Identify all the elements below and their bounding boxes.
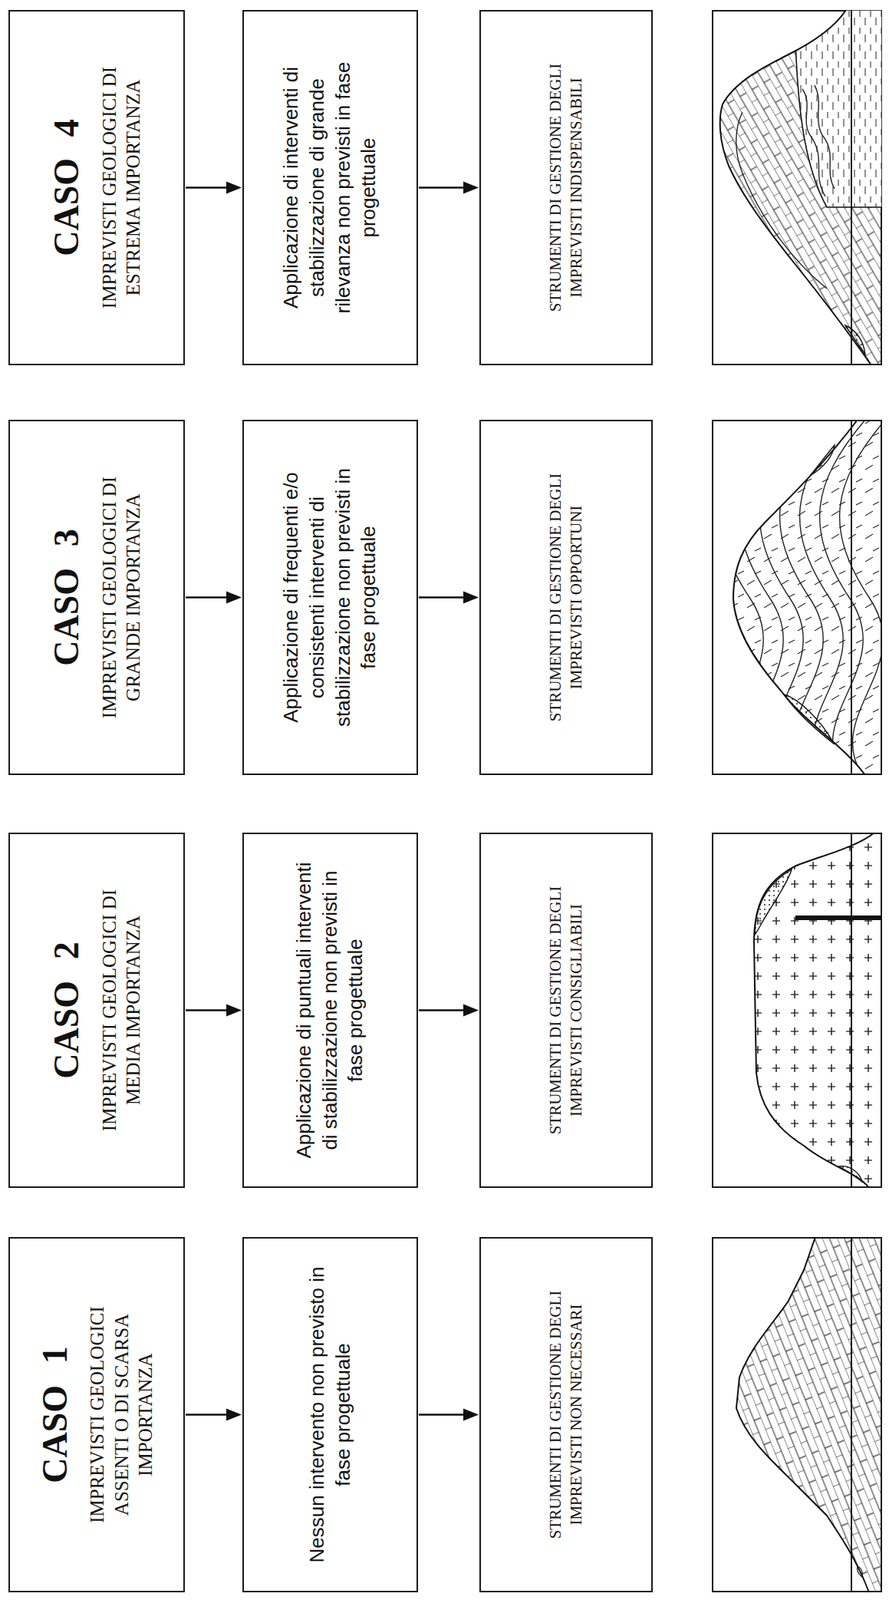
intervention-text: Applicazione di interventi di stabilizza… xyxy=(278,37,382,338)
geologic-section xyxy=(711,832,883,1188)
case-description: IMPREVISTI GEOLOGICI DI MEDIA IMPORTANZA xyxy=(97,868,146,1153)
arrow-line xyxy=(185,186,228,189)
case-header-box: CASO 4IMPREVISTI GEOLOGICI DI ESTREMA IM… xyxy=(8,9,185,366)
arrow-line xyxy=(418,186,465,189)
case-header-box: CASO 2IMPREVISTI GEOLOGICI DI MEDIA IMPO… xyxy=(8,832,185,1188)
arrow-line xyxy=(418,1412,465,1416)
arrow-line xyxy=(418,1008,465,1011)
tools-text: STRUMENTI DI GESTIONE DEGLI IMPREVISTI C… xyxy=(545,864,588,1156)
arrow-line xyxy=(418,595,465,599)
intervention-box: Applicazione di interventi di stabilizza… xyxy=(242,9,419,366)
case-description: IMPREVISTI GEOLOGICI DI GRANDE IMPORTANZ… xyxy=(97,455,146,740)
intervention-text: Nessun intervento non previsto in fase p… xyxy=(304,1264,357,1564)
case-title: CASO 2 xyxy=(47,941,87,1078)
tools-box: STRUMENTI DI GESTIONE DEGLI IMPREVISTI N… xyxy=(479,1236,653,1592)
arrow-head xyxy=(226,181,242,195)
tools-box: STRUMENTI DI GESTIONE DEGLI IMPREVISTI O… xyxy=(479,419,653,775)
case-description: IMPREVISTI GEOLOGICI ASSENTI O DI SCARSA… xyxy=(85,1272,158,1557)
case-header-box: CASO 3IMPREVISTI GEOLOGICI DI GRANDE IMP… xyxy=(8,419,185,775)
case-title: CASO 3 xyxy=(47,528,87,666)
flow-arrow xyxy=(185,591,242,604)
arrow-line xyxy=(185,1008,228,1011)
case-title: CASO 1 xyxy=(36,1345,76,1482)
case-header-box: CASO 1IMPREVISTI GEOLOGICI ASSENTI O DI … xyxy=(8,1236,185,1592)
arrow-head xyxy=(226,1408,242,1421)
geologic-section xyxy=(711,1236,883,1592)
flow-arrow xyxy=(418,591,479,604)
arrow-line xyxy=(185,1412,228,1416)
tools-box: STRUMENTI DI GESTIONE DEGLI IMPREVISTI I… xyxy=(479,9,653,366)
tools-text: STRUMENTI DI GESTIONE DEGLI IMPREVISTI I… xyxy=(545,42,588,333)
flow-arrow xyxy=(185,1004,242,1017)
arrow-head xyxy=(463,181,479,195)
geologic-section xyxy=(711,9,883,366)
case-title: CASO 4 xyxy=(47,118,87,256)
tools-text: STRUMENTI DI GESTIONE DEGLI IMPREVISTI O… xyxy=(545,451,588,743)
arrow-head xyxy=(463,1408,479,1421)
intervention-text: Applicazione di frequenti e/o consistent… xyxy=(278,447,382,748)
arrow-line xyxy=(185,595,228,599)
tools-box: STRUMENTI DI GESTIONE DEGLI IMPREVISTI C… xyxy=(479,832,653,1188)
arrow-head xyxy=(226,591,242,604)
arrow-head xyxy=(463,1004,479,1017)
arrow-head xyxy=(226,1004,242,1017)
intervention-box: Nessun intervento non previsto in fase p… xyxy=(242,1236,419,1592)
intervention-box: Applicazione di frequenti e/o consistent… xyxy=(242,419,419,775)
intervention-box: Applicazione di puntuali interventi di s… xyxy=(242,832,419,1188)
arrow-head xyxy=(463,591,479,604)
flow-arrow xyxy=(185,181,242,195)
geologic-section xyxy=(711,419,883,775)
tools-text: STRUMENTI DI GESTIONE DEGLI IMPREVISTI N… xyxy=(545,1268,588,1560)
flow-arrow xyxy=(185,1408,242,1421)
flow-arrow xyxy=(418,1408,479,1421)
intervention-text: Applicazione di puntuali interventi di s… xyxy=(291,859,369,1160)
case-description: IMPREVISTI GEOLOGICI DI ESTREMA IMPORTAN… xyxy=(97,46,146,330)
flow-arrow xyxy=(418,181,479,195)
flow-arrow xyxy=(418,1004,479,1017)
